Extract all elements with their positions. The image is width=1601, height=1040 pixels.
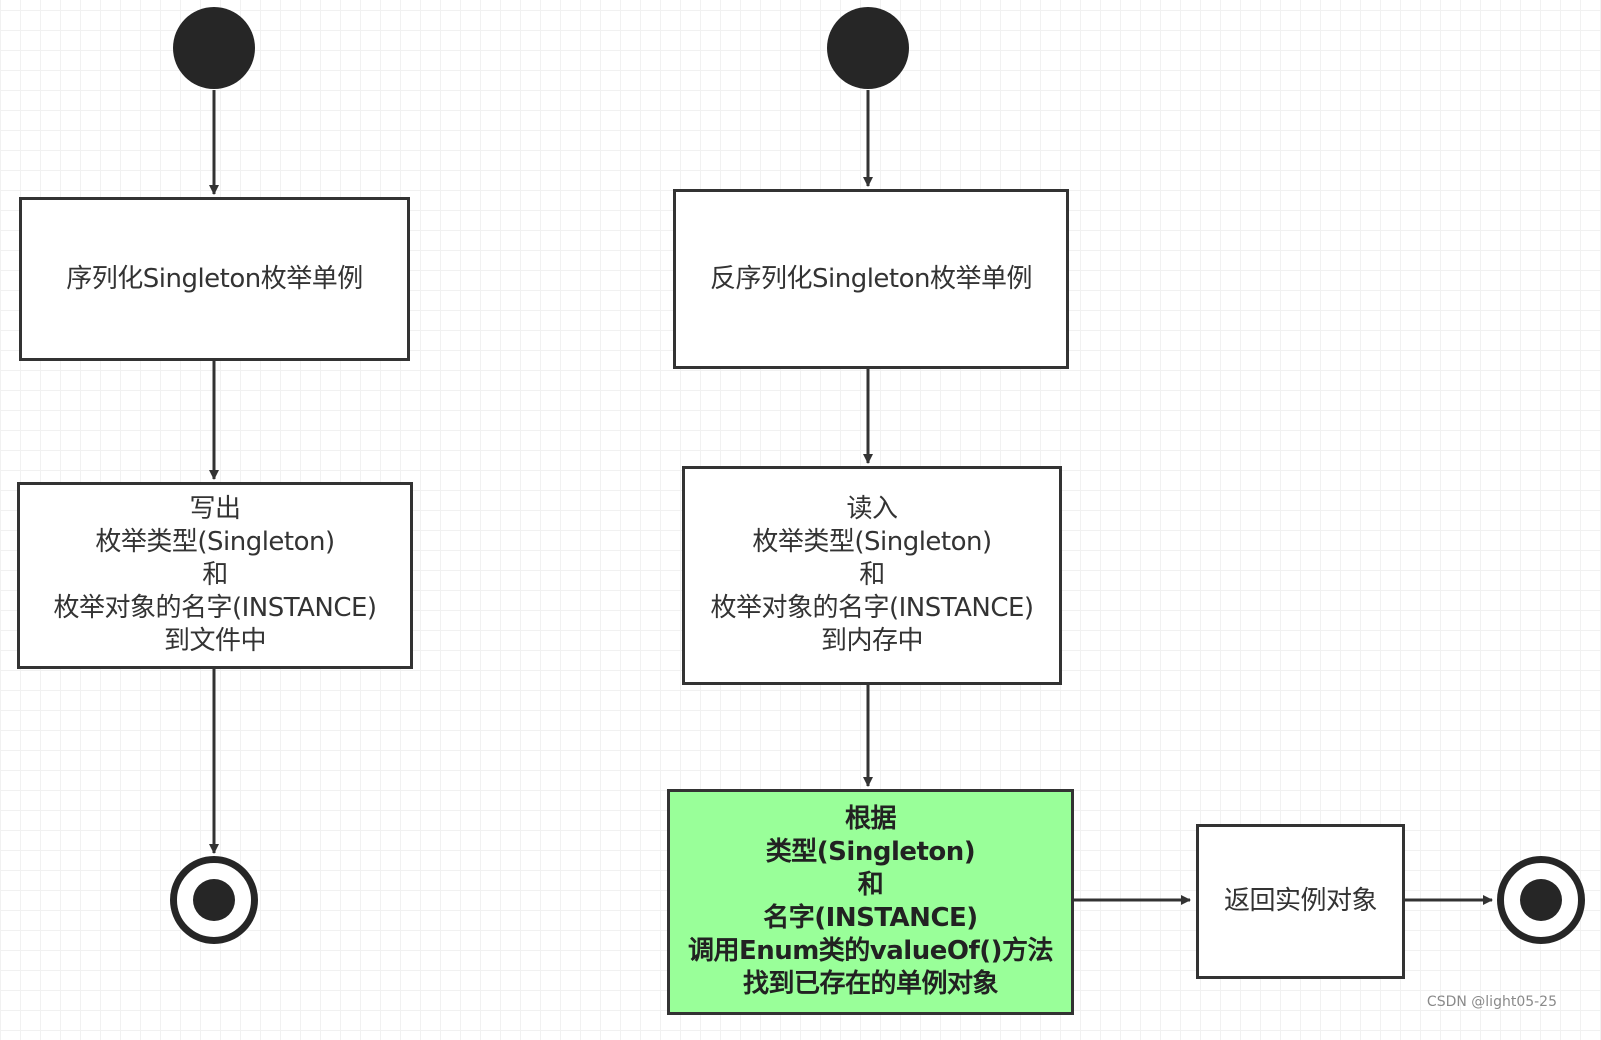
label-line: 序列化Singleton枚举单例	[66, 263, 363, 294]
label-line: 到内存中	[820, 626, 924, 656]
label-line: 调用Enum类的valueOf()方法	[687, 936, 1054, 966]
right-final-state-core	[1520, 879, 1562, 921]
valueof-lookup-box[interactable]: 根据类型(Singleton)和名字(INSTANCE)调用Enum类的valu…	[667, 789, 1074, 1015]
label-line: 枚举类型(Singleton)	[95, 527, 335, 557]
label-line: 写出	[189, 494, 241, 524]
label-line: 读入	[846, 494, 898, 524]
write-enum-to-file-label: 写出枚举类型(Singleton)和枚举对象的名字(INSTANCE)到文件中	[53, 493, 377, 658]
right-initial-state	[827, 7, 909, 89]
read-enum-to-memory-label: 读入枚举类型(Singleton)和枚举对象的名字(INSTANCE)到内存中	[710, 493, 1034, 658]
left-final-state	[170, 856, 258, 944]
write-enum-to-file-box[interactable]: 写出枚举类型(Singleton)和枚举对象的名字(INSTANCE)到文件中	[17, 482, 413, 669]
read-enum-to-memory-box[interactable]: 读入枚举类型(Singleton)和枚举对象的名字(INSTANCE)到内存中	[682, 466, 1062, 685]
valueof-lookup-label: 根据类型(Singleton)和名字(INSTANCE)调用Enum类的valu…	[687, 803, 1054, 1001]
label-line: 类型(Singleton)	[765, 837, 976, 867]
label-line: 根据	[844, 804, 897, 834]
label-line: 枚举对象的名字(INSTANCE)	[710, 593, 1034, 623]
csdn-watermark: CSDN @light05-25	[1426, 994, 1557, 1010]
label-line: 找到已存在的单例对象	[742, 969, 999, 999]
deserialize-enum-singleton-label: 反序列化Singleton枚举单例	[709, 263, 1033, 296]
label-line: 和	[857, 870, 884, 900]
left-final-state-core	[193, 879, 235, 921]
return-instance-box[interactable]: 返回实例对象	[1196, 824, 1405, 979]
serialize-enum-singleton-label: 序列化Singleton枚举单例	[66, 263, 363, 296]
label-line: 反序列化Singleton枚举单例	[709, 263, 1033, 294]
return-instance-label: 返回实例对象	[1223, 885, 1378, 918]
right-final-state	[1497, 856, 1585, 944]
label-line: 和	[202, 560, 228, 590]
label-line: 枚举类型(Singleton)	[752, 527, 992, 557]
label-line: 返回实例对象	[1223, 886, 1378, 916]
deserialize-enum-singleton-box[interactable]: 反序列化Singleton枚举单例	[673, 189, 1069, 369]
label-line: 到文件中	[163, 626, 267, 656]
serialize-enum-singleton-box[interactable]: 序列化Singleton枚举单例	[19, 197, 410, 361]
label-line: 和	[859, 560, 885, 590]
left-initial-state	[173, 7, 255, 89]
label-line: 枚举对象的名字(INSTANCE)	[53, 593, 377, 623]
label-line: 名字(INSTANCE)	[763, 903, 978, 933]
